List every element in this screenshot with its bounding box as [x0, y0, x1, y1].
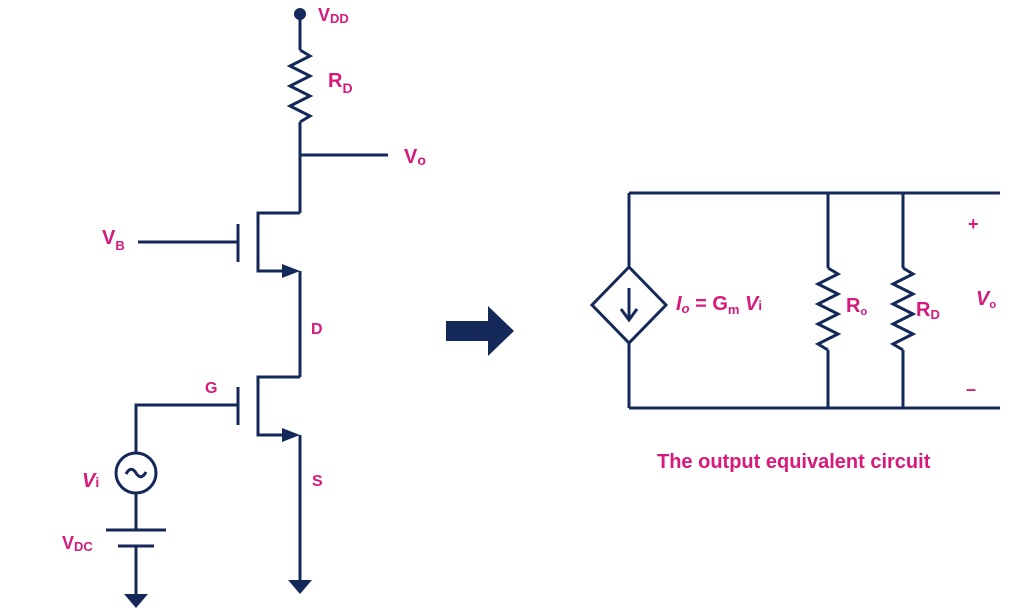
left-circuit: VDD RD Vo VB D G S Vi VDC: [62, 5, 426, 608]
node-g-label: G: [205, 380, 217, 397]
vdc-label: VDC: [62, 533, 93, 554]
vo-label: Vo: [404, 146, 426, 168]
vb-label: VB: [102, 227, 125, 253]
lower-transistor-drain: [256, 375, 300, 437]
rd-label-right: RD: [916, 299, 940, 322]
right-circuit: Io = Gm Vi Ro RD Vo + – The output equiv…: [589, 191, 1000, 473]
current-equation-label: Io = Gm Vi: [676, 293, 762, 317]
vdd-label: VDD: [318, 5, 349, 26]
minus-label: –: [966, 379, 976, 399]
rd-label: RD: [328, 70, 353, 96]
ground-arrow-icon: [288, 580, 312, 594]
dependent-current-source-icon: [589, 264, 669, 346]
upper-transistor-arrow: [282, 264, 300, 278]
upper-transistor-drain: [256, 211, 300, 273]
arrow-right-icon: [446, 306, 514, 356]
rd-resistor: [286, 48, 314, 124]
wire-gate-input: [134, 403, 238, 452]
rd-resistor-right: [889, 266, 917, 352]
node-d-label: D: [311, 321, 323, 338]
ro-label: Ro: [846, 295, 867, 318]
ac-source-tilde: [124, 467, 148, 479]
ro-resistor: [814, 266, 842, 352]
lower-transistor-arrow: [282, 428, 300, 442]
source-current-arrow-head: [619, 308, 639, 323]
equivalent-circuit-caption: The output equivalent circuit: [657, 451, 931, 473]
ground-arrow-icon: [124, 594, 148, 608]
vo-label-right: Vo: [976, 288, 996, 311]
node-s-label: S: [312, 473, 323, 490]
plus-label: +: [968, 214, 979, 234]
vi-label: Vi: [82, 470, 99, 492]
